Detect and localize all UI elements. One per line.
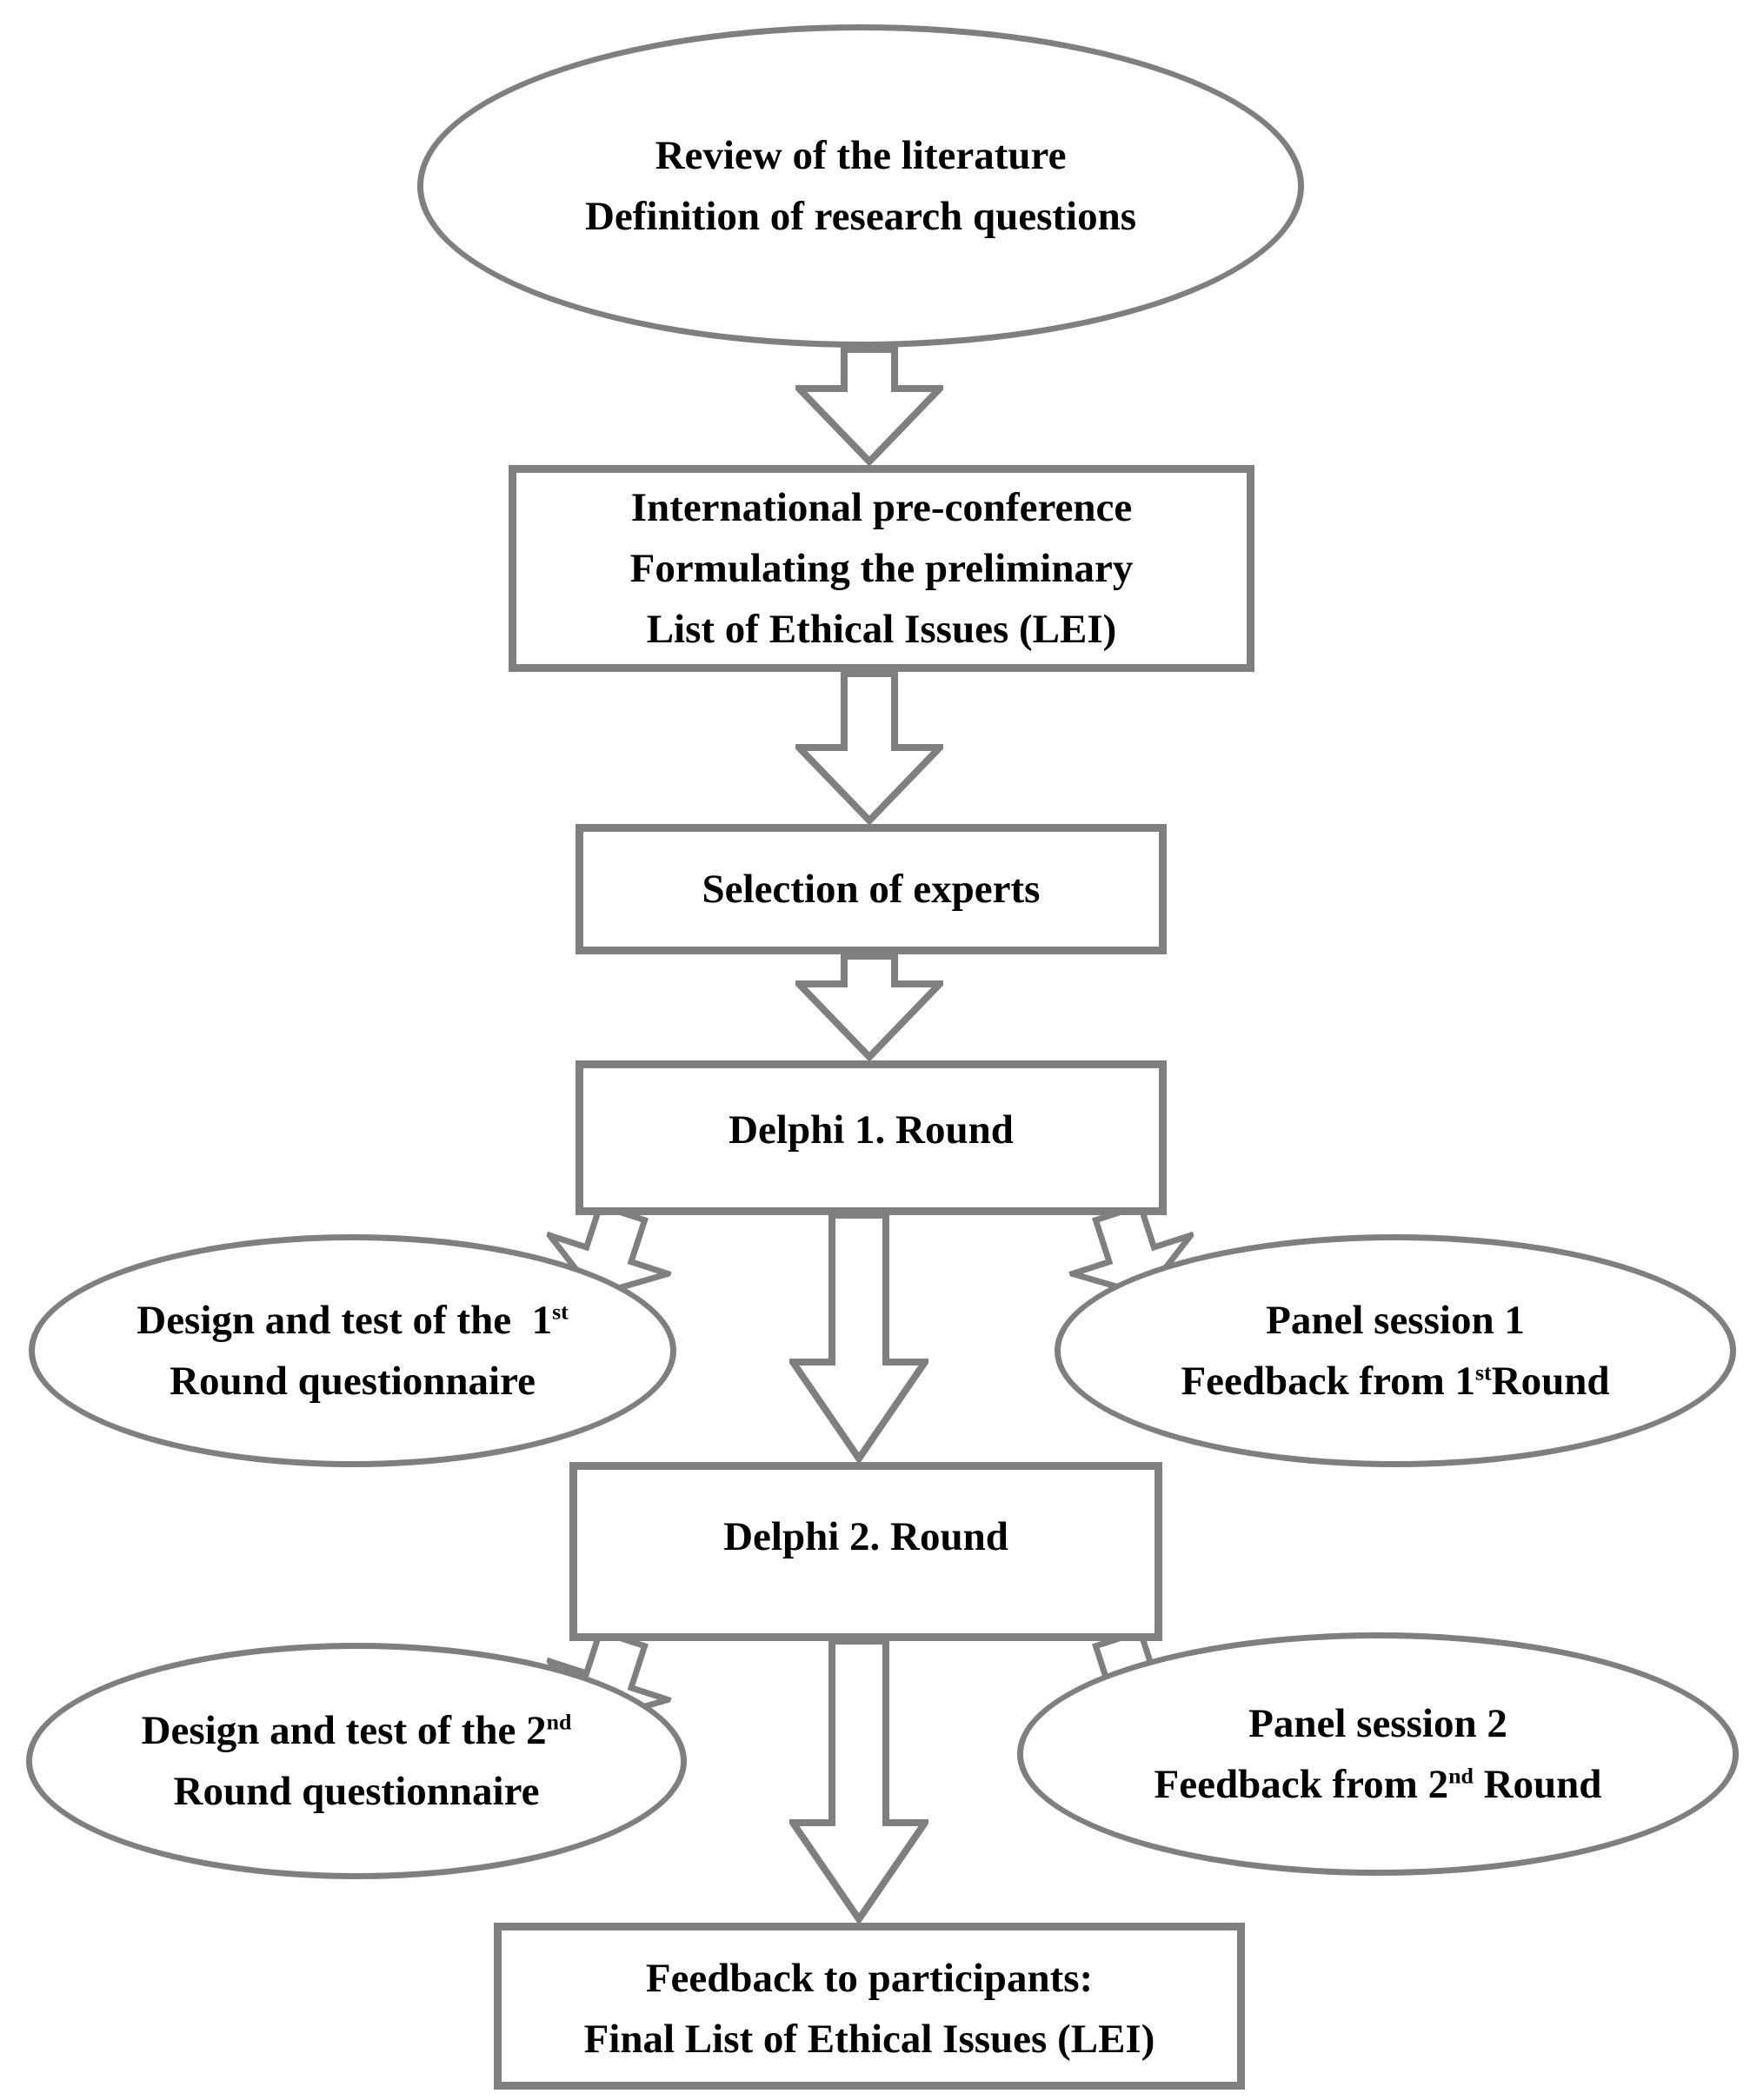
node-design1-line-2: Round questionnaire: [170, 1359, 536, 1404]
node-preconference-line-3: List of Ethical Issues (LEI): [646, 607, 1117, 652]
node-design2-line-1: Design and test of the 2nd: [141, 1708, 572, 1753]
node-delphi1-box: Delphi 1. Round: [576, 1060, 1167, 1215]
node-design2-line-2: Round questionnaire: [173, 1769, 540, 1814]
node-final-box: Feedback to participants: Final List of …: [494, 1923, 1245, 2090]
connector-arrow-delphi2-to-final: [789, 1638, 928, 1923]
node-panel1-ellipse: Panel session 1 Feedback from 1stRound: [1055, 1234, 1736, 1467]
node-final-line-1: Feedback to participants:: [645, 1956, 1094, 2001]
node-preconference-box: International pre-conference Formulating…: [509, 465, 1254, 672]
node-design1-ellipse: Design and test of the 1st Round questio…: [29, 1234, 676, 1467]
connector-arrow-review-to-preconference: [795, 346, 943, 465]
node-delphi2-label: Delphi 2. Round: [723, 1514, 1008, 1559]
node-review-line-1: Review of the literature: [655, 133, 1067, 178]
node-design1-superscript: st: [552, 1299, 569, 1325]
node-preconference-line-2: Formulating the preliminary: [629, 546, 1134, 591]
node-design1-line-1: Design and test of the 1st: [136, 1298, 569, 1343]
node-panel1-line-1: Panel session 1: [1266, 1298, 1525, 1343]
node-design2-superscript: nd: [546, 1709, 572, 1735]
node-delphi2-box: Delphi 2. Round: [569, 1462, 1162, 1641]
node-delphi1-label: Delphi 1. Round: [729, 1107, 1014, 1153]
node-panel2-superscript: nd: [1448, 1763, 1474, 1789]
connector-arrow-preconference-to-selection: [795, 670, 943, 824]
node-selection-box: Selection of experts: [576, 824, 1167, 954]
node-panel2-ellipse: Panel session 2 Feedback from 2nd Round: [1017, 1632, 1739, 1876]
node-panel1-line-2: Feedback from 1stRound: [1181, 1359, 1610, 1404]
node-selection-label: Selection of experts: [702, 867, 1041, 912]
connector-arrow-selection-to-delphi1: [795, 953, 943, 1060]
node-preconference-line-1: International pre-conference: [630, 485, 1133, 530]
node-panel2-line-1: Panel session 2: [1248, 1701, 1507, 1746]
node-final-line-2: Final List of Ethical Issues (LEI): [583, 2017, 1155, 2062]
node-design2-ellipse: Design and test of the 2nd Round questio…: [26, 1643, 687, 1879]
node-panel2-line-2: Feedback from 2nd Round: [1154, 1762, 1602, 1807]
node-panel1-superscript: st: [1475, 1359, 1492, 1386]
connector-arrow-delphi1-to-delphi2: [789, 1212, 928, 1462]
node-review-line-2: Definition of research questions: [584, 194, 1137, 239]
node-review-ellipse: Review of the literature Definition of r…: [417, 24, 1304, 348]
